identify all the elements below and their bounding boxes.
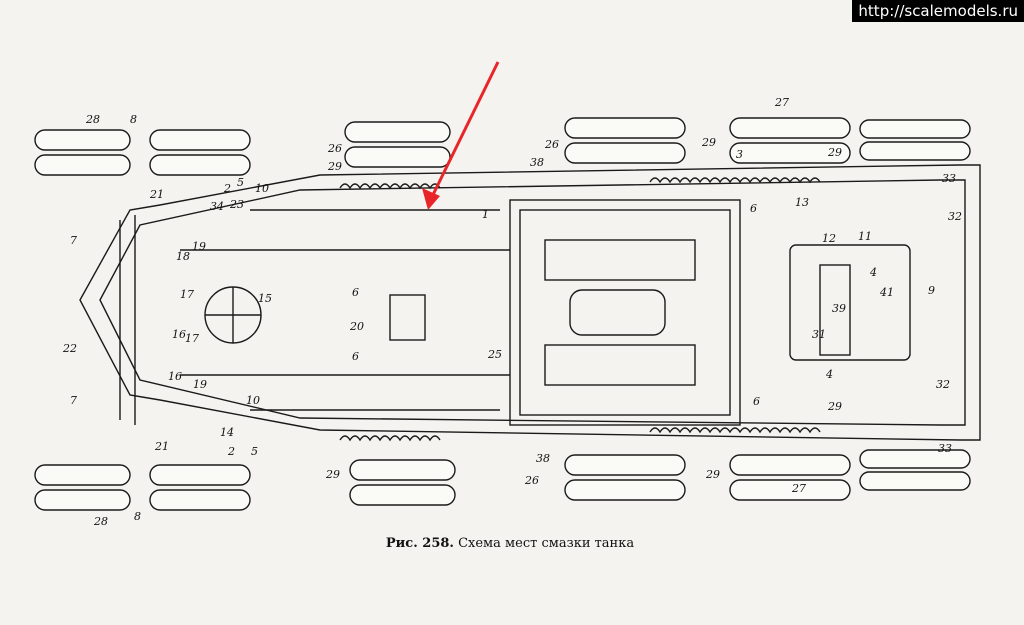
callout-29-top-mid: 29 — [701, 136, 716, 149]
callout-34: 34 — [210, 200, 224, 213]
callout-8-bottom: 8 — [134, 510, 141, 523]
callout-6-engine-top: 6 — [750, 202, 757, 215]
red-arrow-icon — [422, 61, 500, 210]
figure-caption: Рис. 258. Схема мест смазки танка — [330, 536, 690, 551]
callout-6-engine-bottom: 6 — [753, 395, 760, 408]
callout-41: 41 — [879, 286, 894, 299]
callout-5-top: 5 — [237, 176, 244, 189]
callout-4-bottom: 4 — [825, 368, 833, 381]
callout-26-top-mid: 26 — [544, 138, 559, 151]
road-wheels — [34, 117, 971, 511]
callout-32-top: 32 — [948, 210, 962, 223]
callout-labels: 28 8 5 2 21 10 34 23 7 19 18 15 17 16 17… — [62, 96, 962, 528]
callout-1: 1 — [482, 208, 489, 221]
callout-16-top: 16 — [172, 328, 186, 341]
callout-20: 20 — [349, 320, 364, 333]
callout-22: 22 — [62, 342, 77, 355]
callout-2-bottom: 2 — [227, 445, 235, 458]
callout-11: 11 — [858, 230, 872, 243]
callout-21-bottom: 21 — [154, 440, 169, 453]
callout-26-bottom: 26 — [524, 474, 539, 487]
callout-31: 31 — [812, 328, 826, 341]
callout-39: 39 — [832, 302, 846, 315]
callout-4-top: 4 — [869, 266, 877, 279]
callout-7-top: 7 — [70, 234, 77, 247]
callout-28-bottom: 28 — [93, 515, 108, 528]
hull-outline — [79, 164, 981, 442]
callout-29-top-left: 29 — [327, 160, 342, 173]
callout-9: 9 — [928, 284, 935, 297]
callout-8-top: 8 — [130, 113, 137, 126]
caption-text: Схема мест смазки танка — [458, 536, 635, 551]
callout-13: 13 — [795, 196, 809, 209]
callout-7-bottom: 7 — [70, 394, 77, 407]
callout-23: 23 — [229, 198, 244, 211]
callout-2-top: 2 — [223, 182, 231, 195]
callout-27-bottom: 27 — [791, 482, 806, 495]
callout-6-mid: 6 — [352, 350, 359, 363]
callout-17-bottom: 17 — [185, 332, 199, 345]
callout-17-top: 17 — [180, 288, 194, 301]
watermark-url: http://scalemodels.ru — [852, 0, 1024, 22]
callout-15: 15 — [258, 292, 272, 305]
callout-33-bottom: 33 — [938, 442, 952, 455]
callout-16-bottom: 16 — [168, 370, 182, 383]
callout-29-top-right: 29 — [827, 146, 842, 159]
callout-21-top: 21 — [149, 188, 164, 201]
callout-10-top: 10 — [255, 182, 269, 195]
callout-18: 18 — [176, 250, 190, 263]
caption-prefix: Рис. 258. — [385, 536, 454, 551]
callout-29-bottom-right: 29 — [827, 400, 842, 413]
callout-14: 14 — [220, 426, 234, 439]
callout-3: 3 — [736, 148, 743, 161]
callout-19-bottom: 19 — [193, 378, 207, 391]
callout-27-top: 27 — [774, 96, 789, 109]
callout-29-bottom-left: 29 — [325, 468, 340, 481]
callout-28-top: 28 — [85, 113, 100, 126]
callout-12: 12 — [822, 232, 836, 245]
callout-19-top: 19 — [192, 240, 206, 253]
callout-10-bottom: 10 — [246, 394, 260, 407]
callout-33-top: 33 — [942, 172, 956, 185]
callout-29-bottom-mid: 29 — [705, 468, 720, 481]
callout-38-top: 38 — [530, 156, 544, 169]
callout-25: 25 — [487, 348, 502, 361]
callout-5-bottom: 5 — [251, 445, 258, 458]
callout-6-top-mid: 6 — [352, 286, 359, 299]
callout-26-top: 26 — [327, 142, 342, 155]
callout-32-bottom: 32 — [936, 378, 950, 391]
callout-38-bottom: 38 — [536, 452, 550, 465]
